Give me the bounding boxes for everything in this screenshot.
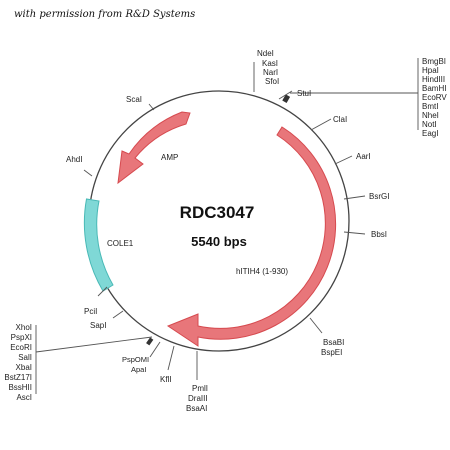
cole1-feature: [83, 198, 114, 292]
site-apal: ApaI: [131, 365, 146, 374]
mcs-left-site: EcoRI: [10, 343, 32, 352]
mcs-right-site: NotI: [422, 120, 437, 129]
site-clal: ClaI: [333, 115, 347, 124]
plasmid-size: 5540 bps: [191, 234, 247, 249]
mcs-right-list: BmgBI HpaI HindIII BamHI EcoRV BmtI NheI…: [422, 57, 447, 138]
site-sapl: SapI: [90, 321, 106, 330]
mcs-right-site: HindIII: [422, 75, 445, 84]
mcs-right-site: BamHI: [422, 84, 446, 93]
site-kfll: KflI: [160, 375, 172, 384]
mcs-right-site: HpaI: [422, 66, 439, 75]
site-bbsl: BbsI: [371, 230, 387, 239]
mcs-left-site: XhoI: [16, 323, 32, 332]
site-bsaal: BsaAI: [186, 404, 207, 413]
mcs-left-site: XbaI: [16, 363, 32, 372]
site-bsrgl: BsrGI: [369, 192, 389, 201]
mcs-right-site: EcoRV: [422, 93, 447, 102]
site-bspel: BspEI: [321, 348, 342, 357]
site-ahdl: AhdI: [66, 155, 82, 164]
site-pcil: PciI: [84, 307, 97, 316]
stul-marker: [282, 94, 291, 103]
site-stul: StuI: [297, 89, 311, 98]
site-sfol: SfoI: [265, 77, 279, 86]
site-scal: ScaI: [126, 95, 142, 104]
mcs-left-site: PspXI: [11, 333, 32, 342]
mcs-left-site: SalI: [18, 353, 32, 362]
amp-feature-arrow: [117, 111, 191, 185]
site-narl: NarI: [263, 68, 278, 77]
amp-label: AMP: [161, 153, 178, 162]
insert-feature-arrow: [166, 126, 337, 347]
mcs-right-site: BmtI: [422, 102, 438, 111]
mcs-right-site: EagI: [422, 129, 438, 138]
mcs-left-site: AscI: [16, 393, 32, 402]
site-pmll: PmlI: [192, 384, 208, 393]
mcs-left-list: XhoI PspXI EcoRI SalI XbaI BstZ17I BssHI…: [4, 323, 32, 402]
insert-label: hITIH4 (1-930): [236, 267, 288, 276]
mcs-right-site: BmgBI: [422, 57, 446, 66]
mcs-right-site: NheI: [422, 111, 439, 120]
mcs-left-site: BstZ17I: [4, 373, 32, 382]
mcs-left-site: BssHII: [8, 383, 32, 392]
site-dralll: DraIII: [188, 394, 208, 403]
site-psp-omi: PspOMI: [122, 355, 149, 364]
apal-marker: [146, 337, 154, 346]
plasmid-name: RDC3047: [180, 203, 255, 222]
cole1-label: COLE1: [107, 239, 134, 248]
site-aarl: AarI: [356, 152, 371, 161]
permission-note: with permission from R&D Systems: [14, 9, 196, 20]
site-ticks: [35, 58, 419, 394]
site-ndel: NdeI: [257, 49, 274, 58]
site-bsabl: BsaBI: [323, 338, 344, 347]
site-kasl: KasI: [262, 59, 278, 68]
